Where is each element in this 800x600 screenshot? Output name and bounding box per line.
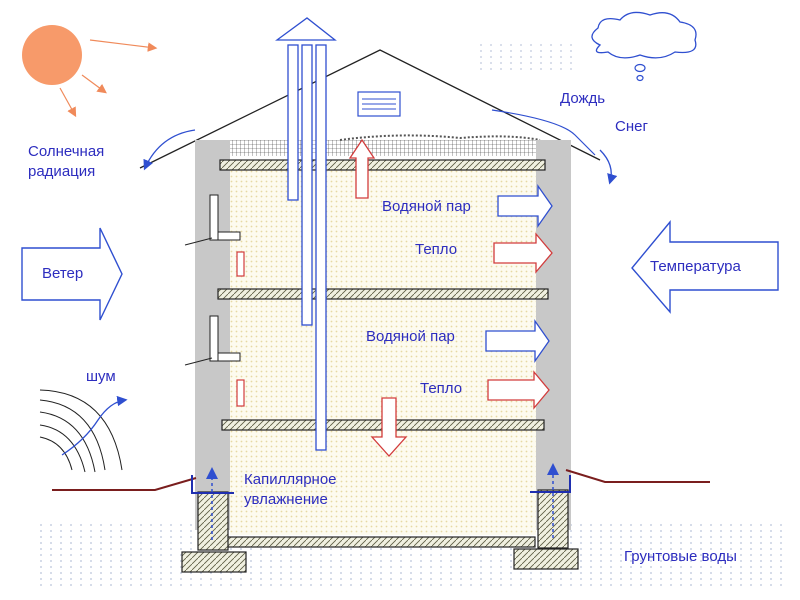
precipitation-area (478, 42, 576, 70)
vapor-upper-label: Водяной пар (382, 198, 471, 215)
solar-radiation-label: Солнечная радиация (28, 143, 105, 180)
heat-up-arrow (348, 138, 376, 199)
heat-down-arrow (370, 397, 408, 457)
heat-arrow-upper (493, 232, 553, 274)
radiators (236, 251, 245, 407)
wind-label: Ветер (42, 265, 84, 282)
noise-label: шум (86, 368, 116, 385)
heat-lower-label: Тепло (420, 380, 463, 397)
sun-icon (22, 25, 158, 118)
vapor-arrow-lower (485, 318, 550, 364)
vapor-lower-label: Водяной пар (366, 328, 455, 345)
window-lower (184, 315, 241, 366)
cloud-icon (591, 11, 697, 82)
snow-arrow (491, 109, 618, 185)
rain-label: Дождь (560, 90, 606, 107)
vapor-arrow-upper (497, 183, 553, 229)
snow-label: Снег (615, 118, 648, 135)
chimney-icon (275, 17, 337, 451)
groundwater-label: Грунтовые воды (624, 548, 737, 565)
noise-waves-icon (39, 389, 128, 473)
wind-arrow-icon (21, 227, 123, 321)
capillary-arrows (206, 463, 559, 540)
solar-arrow (143, 129, 196, 171)
temperature-label: Температура (650, 258, 741, 275)
heat-arrow-lower (487, 370, 550, 410)
temperature-arrow-icon (631, 220, 779, 314)
window-upper (184, 194, 241, 246)
capillary-label: Капиллярное увлажнение (244, 471, 337, 508)
capillary-brackets (191, 475, 571, 494)
vent-grille-icon (357, 91, 401, 117)
ground-level-lines (52, 469, 710, 491)
heat-upper-label: Тепло (415, 241, 458, 258)
